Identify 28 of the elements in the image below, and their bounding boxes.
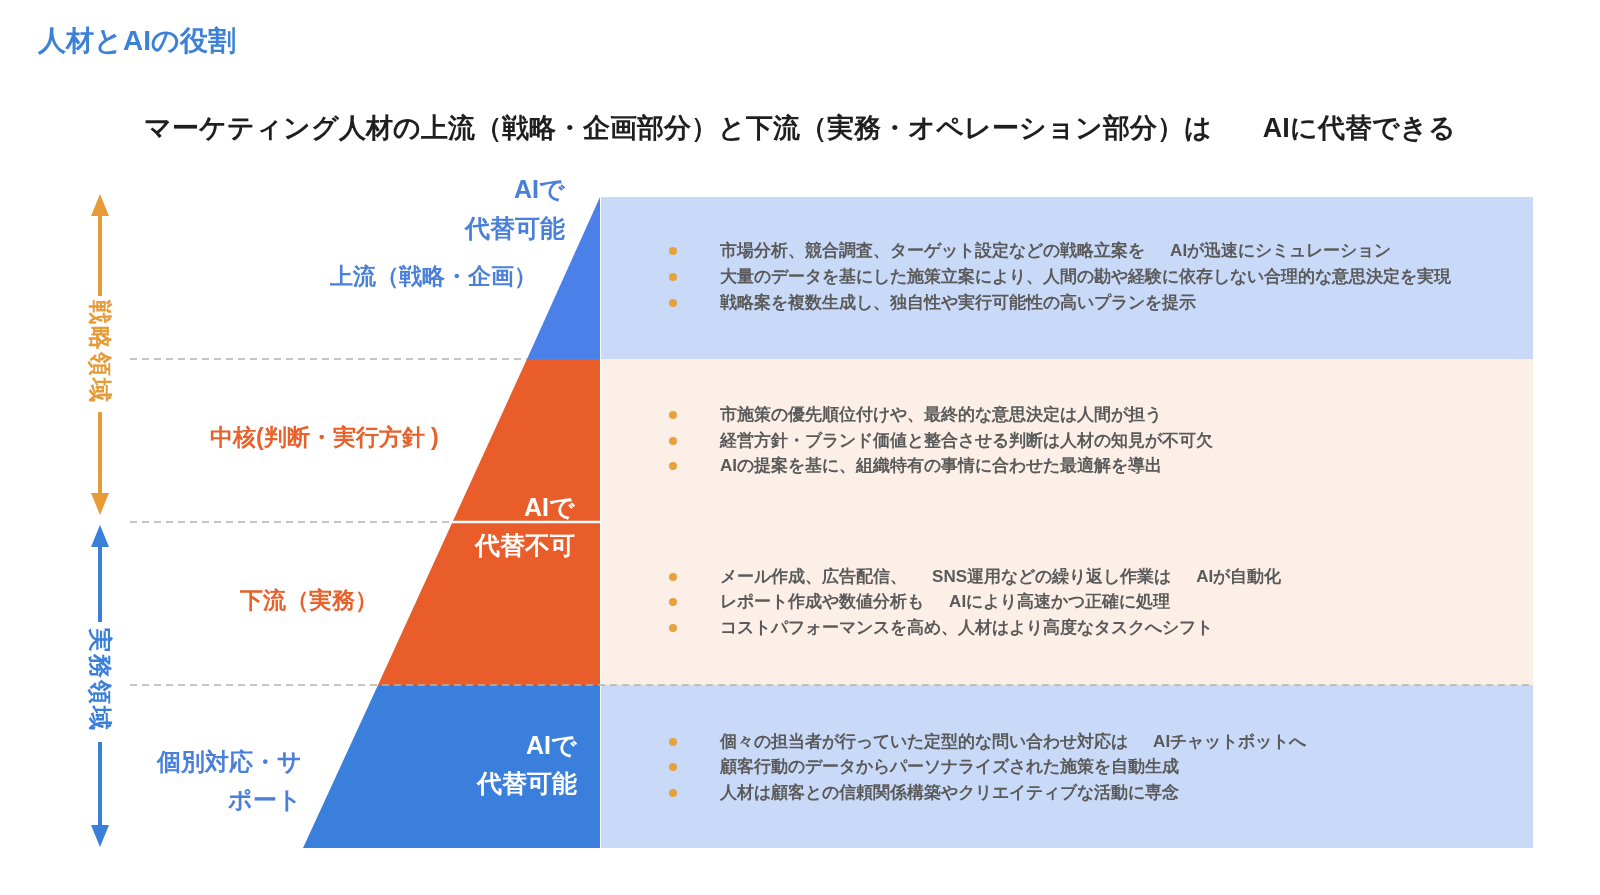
bullet-text: 市場分析、競合調査、ターゲット設定などの戦略立案を AIが迅速にシミュレーション	[720, 240, 1392, 262]
bullet-text: AIの提案を基に、組織特有の事情に合わせた最適解を導出	[720, 455, 1162, 477]
bullet-text: 個々の担当者が行っていた定型的な問い合わせ対応は AIチャットボットへ	[720, 731, 1307, 753]
bullet-text: 市施策の優先順位付けや、最終的な意思決定は人間が担う	[720, 404, 1162, 426]
tier-caption: AIで代替可能	[463, 174, 565, 244]
area-label: 戦略領域	[87, 300, 113, 404]
pyramid-tier	[303, 685, 600, 848]
info-panel	[601, 197, 1533, 359]
bullet-text: コストパフォーマンスを高め、人材はより高度なタスクへシフト	[720, 617, 1213, 639]
tier-caption: 中核(判断・実行方針 )	[210, 423, 440, 452]
bullet-text: 戦略案を複数生成し、独自性や実行可能性の高いプランを提示	[720, 292, 1196, 314]
info-panel	[601, 359, 1533, 685]
subtitle: マーケティング人材の上流（戦略・企画部分）と下流（実務・オペレーション部分）は AIに代替できる	[144, 112, 1456, 145]
bullet-text: メール作成、広告配信、 SNS運用などの繰り返し作業は AIが自動化	[720, 566, 1282, 588]
tier-label: AIで代替不可	[473, 492, 575, 561]
tier-label: AIで代替可能	[475, 730, 577, 799]
bullet-text: レポート作成や数値分析も AIにより高速かつ正確に処理	[720, 591, 1171, 613]
pyramid-tier	[378, 359, 600, 685]
bullet-text: 人材は顧客との信頼関係構築やクリエイティブな活動に専念	[720, 782, 1179, 804]
tier-caption: 下流（実務）	[239, 586, 378, 615]
diagram-title: 人材とAIの役割	[38, 24, 236, 58]
bullet-text: 大量のデータを基にした施策立案により、人間の勘や経験に依存しない合理的な意思決定を実現	[720, 266, 1451, 288]
info-panel	[601, 685, 1533, 848]
bullet-text: 顧客行動のデータからパーソナライズされた施策を自動生成	[720, 756, 1179, 778]
tier-caption: 上流（戦略・企画）	[329, 262, 537, 291]
bullet-text: 経営方針・ブランド価値と整合させる判断は人材の知見が不可欠	[720, 430, 1213, 452]
area-label: 実務領域	[87, 628, 113, 732]
tier-caption: 個別対応・サポート	[155, 747, 302, 815]
